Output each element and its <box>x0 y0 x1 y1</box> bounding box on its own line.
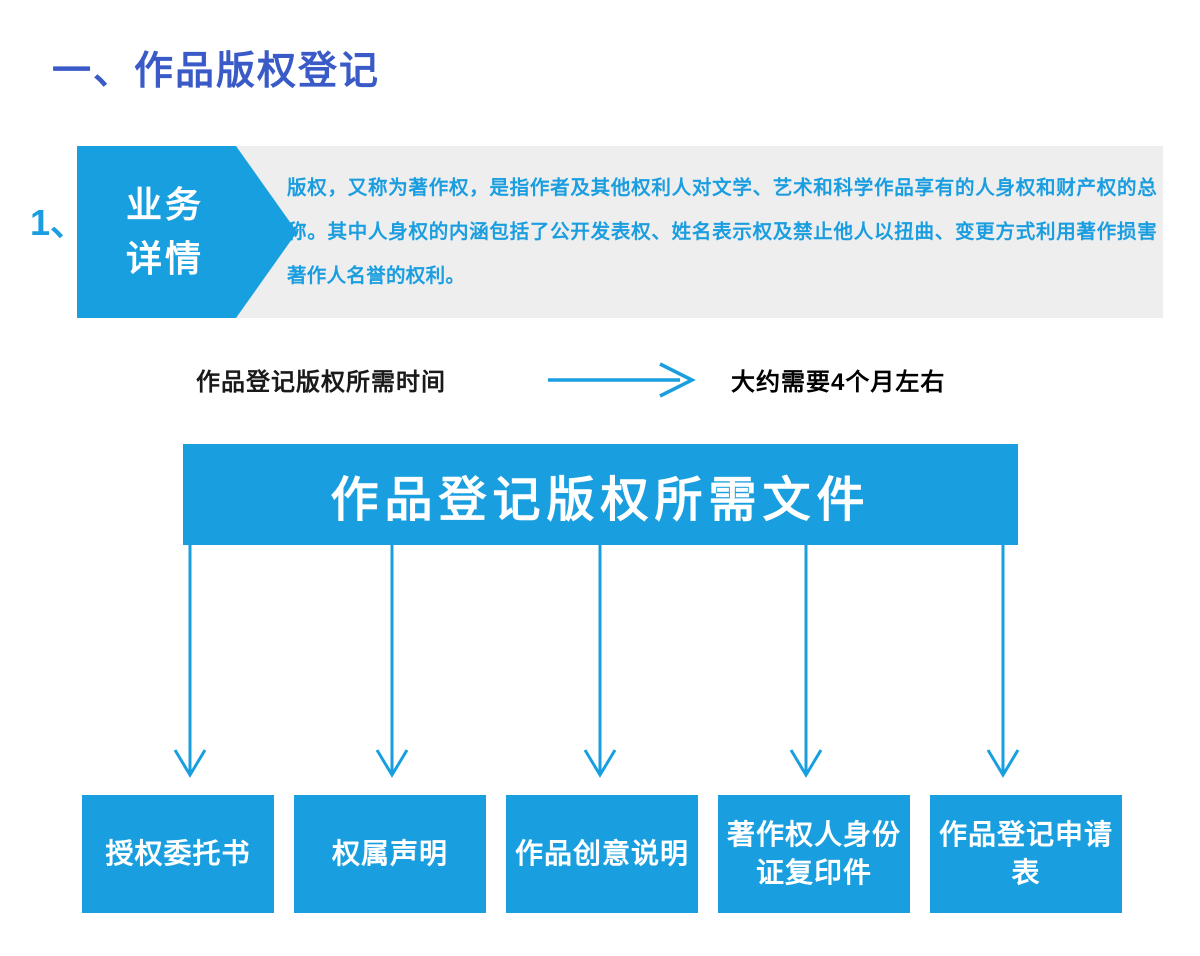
file-box-id-copy[interactable]: 著作权人身份证复印件 <box>718 795 910 913</box>
badge-label-line2: 详情 <box>125 238 204 279</box>
connector-arrows-group <box>173 545 1020 778</box>
file-box-creative-description[interactable]: 作品创意说明 <box>506 795 698 913</box>
file-box-label: 著作权人身份证复印件 <box>726 819 901 888</box>
file-box-label: 作品登记申请表 <box>938 819 1113 888</box>
file-box-label: 作品创意说明 <box>514 838 689 869</box>
required-files-list: 授权委托书 权属声明 作品创意说明 著作权人身份证复印件 作品登记申请表 <box>82 795 1122 913</box>
required-files-header-label: 作品登记版权所需文件 <box>330 473 871 527</box>
connector-arrow-1 <box>173 545 207 778</box>
file-box-label: 授权委托书 <box>105 838 251 869</box>
connector-arrow-2 <box>375 545 409 778</box>
processing-time-question-label: 作品登记版权所需时间 <box>196 369 446 396</box>
file-box-registration-form[interactable]: 作品登记申请表 <box>930 795 1122 913</box>
business-detail-section: 1、 业务 详情 版权，又称为著作权，是指作者及其他权利人对文学、艺术和科学作品… <box>0 146 1200 318</box>
badge-label-line1: 业务 <box>125 184 204 225</box>
detail-index-label: 1、 <box>30 202 87 243</box>
file-box-authorization-letter[interactable]: 授权委托书 <box>82 795 274 913</box>
detail-gray-panel <box>230 146 1163 318</box>
connector-arrow-4 <box>789 545 823 778</box>
connector-arrow-5 <box>986 545 1020 778</box>
processing-time-answer-label: 大约需要4个月左右 <box>731 369 946 396</box>
file-box-label: 权属声明 <box>331 838 448 869</box>
page-title: 一、作品版权登记 <box>52 50 381 93</box>
right-arrow-icon <box>548 362 696 398</box>
processing-time-row: 作品登记版权所需时间 大约需要4个月左右 <box>0 360 1200 404</box>
file-box-ownership-statement[interactable]: 权属声明 <box>294 795 486 913</box>
business-detail-body-text: 版权，又称为著作权，是指作者及其他权利人对文学、艺术和科学作品享有的人身权和财产… <box>287 177 1157 287</box>
required-files-header: 作品登记版权所需文件 <box>183 444 1018 545</box>
connector-arrow-3 <box>583 545 617 778</box>
